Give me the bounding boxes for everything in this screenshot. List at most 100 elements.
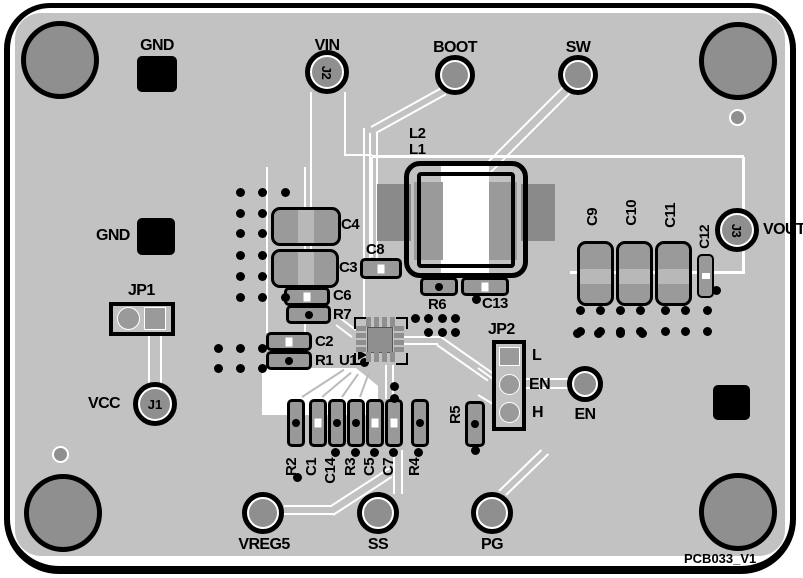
gnd-top-pad — [137, 56, 177, 92]
vreg5-label: VREG5 — [238, 536, 290, 553]
pad-ss — [357, 492, 399, 534]
via-dot — [423, 327, 433, 337]
via-dot — [595, 305, 605, 315]
via-dot — [257, 187, 267, 197]
jp2-label: JP2 — [488, 321, 515, 338]
mounting-hole-top-left — [21, 21, 99, 99]
ref-c7: C7 — [380, 458, 397, 476]
via-dot — [575, 305, 585, 315]
u1-pin — [394, 333, 404, 338]
ref-r6: R6 — [428, 296, 447, 313]
mounting-hole-top-right — [699, 22, 777, 100]
vout-label: VOUT — [763, 221, 803, 238]
via-dot — [235, 187, 245, 197]
via-dot — [280, 292, 290, 302]
capacitor-c10 — [616, 241, 653, 306]
trace-boot — [363, 128, 365, 318]
via-dot — [450, 327, 460, 337]
ref-c8: C8 — [366, 241, 385, 258]
u1-pin — [374, 317, 379, 327]
resistor-r5 — [465, 401, 485, 447]
capacitor-c14 — [328, 399, 346, 447]
u1-pin — [390, 352, 395, 362]
ref-r5: R5 — [447, 406, 464, 424]
pad-sw — [558, 55, 598, 95]
ref-c1: C1 — [303, 458, 320, 476]
trace-vout-pour — [372, 155, 744, 158]
pad-vreg5 — [242, 492, 284, 534]
j3-ref: J3 — [729, 223, 745, 237]
ref-r3: R3 — [342, 458, 359, 476]
via-dot — [235, 343, 245, 353]
capacitor-c8 — [360, 258, 402, 279]
ref-c11: C11 — [662, 203, 679, 228]
u1-pin — [394, 326, 404, 331]
via-dot — [595, 326, 605, 336]
trace — [369, 133, 371, 261]
u1-pin — [356, 340, 366, 345]
u1-pin — [394, 340, 404, 345]
via-dot — [470, 445, 480, 455]
via-dot — [235, 250, 245, 260]
ref-c6: C6 — [333, 287, 352, 304]
via-dot — [257, 228, 267, 238]
u1-pin — [394, 347, 404, 352]
jp2-pin-l — [499, 347, 520, 366]
pg-label: PG — [481, 536, 504, 553]
trace-ss — [401, 450, 403, 494]
ref-c2: C2 — [315, 333, 334, 350]
via-dot — [369, 447, 379, 457]
via-dot — [292, 472, 302, 482]
trace — [385, 365, 387, 399]
via-dot — [257, 271, 267, 281]
jp2-pin-en — [499, 374, 520, 395]
ss-label: SS — [367, 536, 389, 553]
via-dot — [330, 447, 340, 457]
via-dot — [257, 363, 267, 373]
trace-vcc — [148, 335, 150, 384]
via-dot — [257, 250, 267, 260]
via-dot — [450, 313, 460, 323]
capacitor-c13 — [461, 277, 509, 296]
via-dot — [235, 363, 245, 373]
inductor-ref-l2: L2 — [409, 125, 426, 142]
capacitor-c11 — [655, 241, 692, 306]
via-dot — [711, 285, 721, 295]
ref-c12: C12 — [696, 225, 712, 249]
jumper-jp1 — [109, 302, 175, 336]
via-dot — [423, 313, 433, 323]
ref-c10: C10 — [623, 200, 640, 226]
u1-pin — [382, 317, 387, 327]
trace-vin — [344, 92, 346, 156]
en-label: EN — [574, 406, 596, 423]
jp1-pin1 — [117, 307, 140, 330]
via-dot — [213, 343, 223, 353]
via-dot — [702, 326, 712, 336]
trace-en — [524, 378, 569, 380]
mounting-hole-bottom-right — [699, 473, 777, 551]
via-dot — [437, 327, 447, 337]
trace-vcc — [160, 335, 162, 384]
j1-ref: J1 — [147, 396, 163, 412]
via-pad — [729, 109, 746, 126]
ref-c5: C5 — [361, 458, 378, 476]
trace-ss — [393, 450, 395, 494]
resistor-r3 — [347, 399, 365, 447]
trace — [400, 343, 438, 345]
capacitor-c3 — [271, 249, 339, 288]
via-dot — [660, 326, 670, 336]
via-dot — [680, 305, 690, 315]
inductor-ref-l1: L1 — [409, 141, 426, 158]
u1-pin — [390, 317, 395, 327]
jp2-l-label: L — [532, 347, 542, 364]
via-dot — [388, 447, 398, 457]
ref-c9: C9 — [584, 208, 601, 226]
via-dot — [389, 393, 399, 403]
pad-vcc-j1: J1 — [133, 382, 177, 426]
via-dot — [702, 305, 712, 315]
via-dot — [235, 292, 245, 302]
trace — [400, 336, 442, 338]
gnd-left-pad — [137, 218, 175, 255]
via-dot — [280, 187, 290, 197]
u1-pin — [356, 326, 366, 331]
